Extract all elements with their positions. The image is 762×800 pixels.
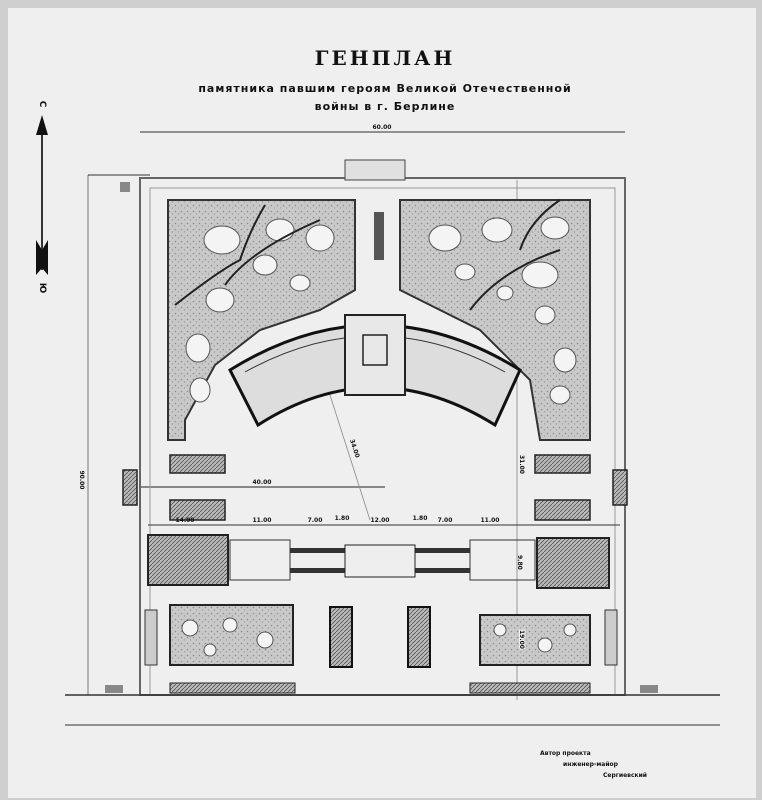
- paper-sheet: [8, 8, 756, 798]
- compass-north-label: С: [37, 101, 47, 108]
- compass-south-label: Ю: [37, 283, 47, 294]
- dim-right-a: 9.80: [516, 555, 523, 570]
- central-arc-structure: [228, 314, 522, 428]
- plan-title: ГЕНПЛАН: [315, 46, 456, 70]
- side-panels: [122, 454, 628, 521]
- dim-row-1: 11.00: [253, 517, 272, 524]
- dim-side-depth: 31.00: [518, 455, 525, 474]
- dim-row-5: 1.80: [413, 515, 428, 522]
- dim-row-0: 14.00: [176, 517, 195, 524]
- dim-overall-height: 90.00: [78, 471, 85, 490]
- plan-subtitle-line2: войны в г. Берлине: [315, 100, 456, 113]
- dim-overall-width: 60.00: [373, 124, 392, 131]
- dimension-line-radius: [321, 369, 371, 521]
- author-line1: Автор проекта: [540, 750, 591, 757]
- dim-row-2: 7.00: [308, 517, 323, 524]
- north-arrow-icon: [36, 115, 48, 275]
- garden-areas: [167, 199, 591, 441]
- dim-row-6: 7.00: [438, 517, 453, 524]
- author-line3: Сергиевский: [603, 772, 647, 779]
- lower-section: [105, 534, 658, 694]
- dim-row-7: 11.00: [481, 517, 500, 524]
- author-line2: инженер-майор: [563, 761, 619, 768]
- dim-row-3: 1.80: [335, 515, 350, 522]
- dim-half-width: 40.00: [253, 479, 272, 486]
- dim-right-b: 19.00: [518, 630, 525, 649]
- plan-subtitle-line1: памятника павшим героям Великой Отечеств…: [198, 82, 571, 95]
- dim-row-4: 12.00: [371, 517, 390, 524]
